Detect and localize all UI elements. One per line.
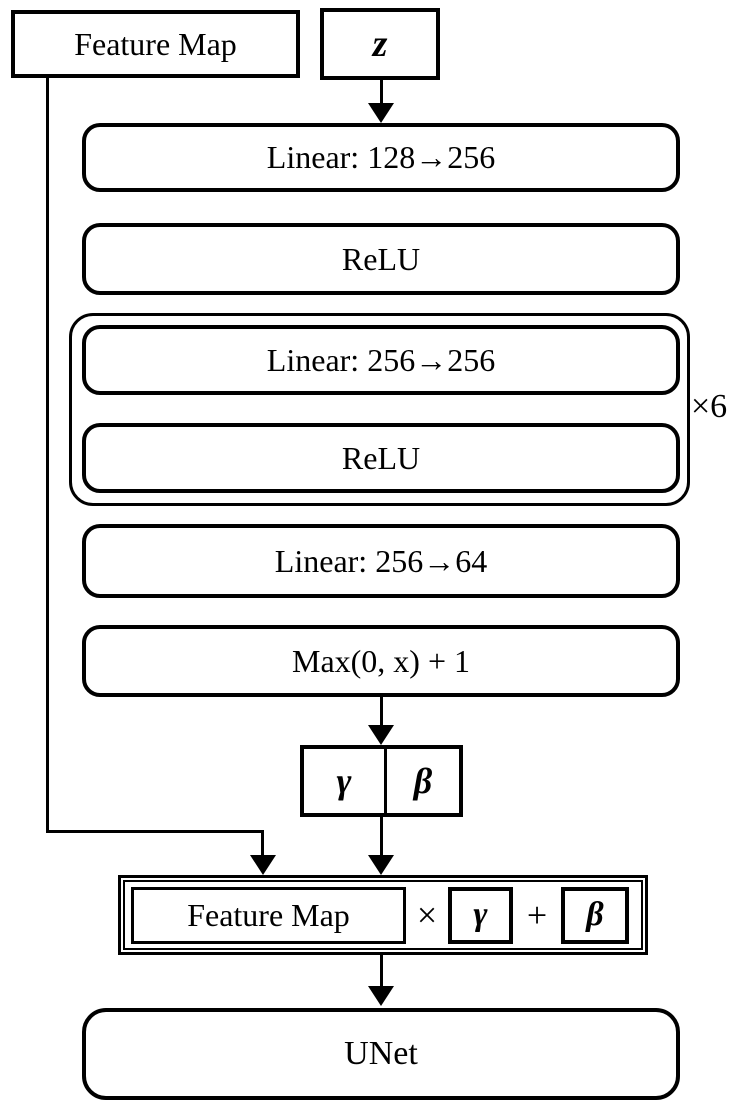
relu1-label: ReLU bbox=[341, 240, 421, 277]
connector-z-to-linear1 bbox=[380, 80, 383, 107]
modulation-gamma-label: γ bbox=[473, 896, 488, 933]
gamma-beta-box: γ β bbox=[300, 745, 463, 817]
modulation-box: Feature Map × γ + β bbox=[118, 875, 648, 955]
gamma-label: γ bbox=[336, 761, 352, 801]
skip-connection-drop bbox=[261, 830, 264, 857]
shifted-relu-box: Max(0, x) + 1 bbox=[82, 625, 680, 697]
feature-map-source-label: Feature Map bbox=[74, 25, 237, 62]
skip-connection-horizontal bbox=[46, 830, 264, 833]
modulation-beta-box: β bbox=[561, 886, 629, 944]
z-input-label: z bbox=[372, 23, 388, 65]
modulation-beta-label: β bbox=[586, 896, 604, 933]
connector-modulation-to-unet bbox=[380, 955, 383, 988]
arrowhead-skip-to-modulation bbox=[250, 855, 276, 875]
linear-128-256-label: Linear: 128→256 bbox=[266, 139, 496, 175]
modulation-gamma-box: γ bbox=[448, 886, 513, 944]
linear-256-256-box: Linear: 256→256 bbox=[82, 325, 680, 395]
connector-max-to-gammabeta bbox=[380, 697, 383, 729]
arrowhead-modulation-to-unet bbox=[368, 986, 394, 1006]
relu1-box: ReLU bbox=[82, 223, 680, 295]
beta-label: β bbox=[413, 761, 433, 801]
modulation-box-inner: Feature Map × γ + β bbox=[123, 880, 643, 950]
linear-256-64-label: Linear: 256→64 bbox=[274, 542, 488, 579]
repeat-count-label: ×6 bbox=[691, 388, 728, 425]
z-input-box: z bbox=[320, 8, 440, 80]
arrowhead-max-to-gammabeta bbox=[368, 725, 394, 745]
multiply-operator: × bbox=[416, 895, 438, 935]
skip-connection-vertical bbox=[46, 78, 49, 833]
connector-gammabeta-to-modulation bbox=[380, 817, 383, 857]
relu2-box: ReLU bbox=[82, 423, 680, 493]
modulation-feature-map-label: Feature Map bbox=[187, 896, 350, 933]
relu2-label: ReLU bbox=[341, 439, 421, 476]
linear-128-256-box: Linear: 128→256 bbox=[82, 123, 680, 192]
gamma-cell: γ bbox=[304, 749, 387, 813]
beta-cell: β bbox=[387, 749, 459, 813]
arrowhead-gammabeta-to-modulation bbox=[368, 855, 394, 875]
arrowhead-z-to-linear1 bbox=[368, 103, 394, 123]
feature-map-source-box: Feature Map bbox=[11, 10, 300, 78]
add-operator: + bbox=[526, 895, 548, 935]
shifted-relu-label: Max(0, x) + 1 bbox=[291, 642, 470, 679]
modulation-feature-map-box: Feature Map bbox=[131, 886, 406, 944]
linear-256-64-box: Linear: 256→64 bbox=[82, 524, 680, 598]
unet-label: UNet bbox=[344, 1035, 418, 1072]
unet-box: UNet bbox=[82, 1008, 680, 1100]
linear-256-256-label: Linear: 256→256 bbox=[266, 341, 496, 378]
